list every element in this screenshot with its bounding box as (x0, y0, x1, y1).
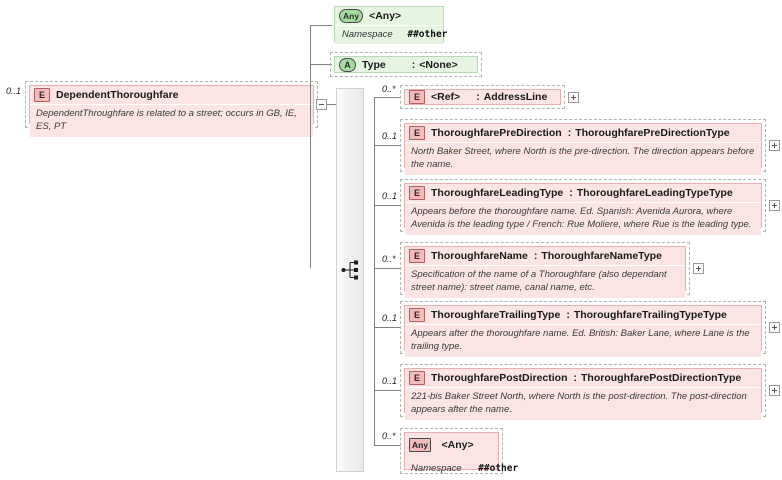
element-badge-icon: E (409, 308, 425, 322)
node-type-attribute[interactable]: A Type : <None> (330, 52, 482, 77)
node-colon: : (476, 91, 480, 103)
expand-toggle-child-1[interactable] (769, 140, 780, 151)
namespace-label: Namespace (342, 29, 393, 40)
element-badge-icon: E (409, 186, 425, 200)
node-title: <Ref> (431, 91, 461, 103)
node-thoroughfare-post-direction[interactable]: E ThoroughfarePostDirection : Thoroughfa… (400, 364, 766, 421)
type-attribute-value: <None> (419, 58, 458, 71)
expand-toggle-child-3[interactable] (693, 263, 704, 274)
node-title: ThoroughfareTrailingType (431, 309, 561, 321)
node-any-attribute[interactable]: Any <Any> Namespace ##other (330, 2, 448, 47)
node-documentation: Specification of the name of a Thoroughf… (405, 265, 685, 299)
namespace-value: ##other (407, 29, 448, 40)
any-attribute-namespace-row: Namespace ##other (335, 25, 447, 44)
node-colon: : (573, 372, 578, 384)
node-thoroughfare-name[interactable]: E ThoroughfareName : ThoroughfareNameTyp… (400, 242, 690, 299)
sequence-connector-icon[interactable] (341, 259, 363, 286)
connector-child-3 (374, 268, 401, 269)
node-thoroughfare-leading-type[interactable]: E ThoroughfareLeadingType : Thoroughfare… (400, 179, 766, 236)
attribute-badge-icon: A (339, 57, 356, 72)
connector-to-type-attr (310, 64, 332, 65)
node-any-element[interactable]: Any <Any> Namespace ##other (400, 428, 518, 474)
namespace-value: ##other (478, 463, 519, 474)
node-title: <Any> (441, 439, 474, 451)
occurrence-child-1: 0..1 (382, 131, 398, 141)
element-badge-icon: E (409, 126, 425, 140)
node-type: ThoroughfarePostDirectionType (581, 372, 742, 384)
connector-child-2 (374, 205, 401, 206)
element-badge-icon: E (34, 88, 50, 102)
any-namespace-row: Namespace ##other (405, 455, 518, 480)
connector-child-0 (374, 97, 401, 98)
node-type: ThoroughfarePreDirectionType (575, 127, 730, 139)
expand-toggle-child-4[interactable] (769, 322, 780, 333)
occurrence-child-2: 0..1 (382, 191, 398, 201)
node-thoroughfare-trailing-type[interactable]: E ThoroughfareTrailingType : Thoroughfar… (400, 301, 766, 358)
namespace-label: Namespace (411, 463, 462, 474)
node-ref-addressline[interactable]: E <Ref> : AddressLine (400, 85, 565, 109)
type-attribute-title: Type (362, 58, 386, 71)
expand-toggle-child-5[interactable] (769, 385, 780, 396)
occurrence-child-0: 0..* (382, 84, 396, 94)
any-badge-icon: Any (339, 9, 364, 23)
node-title: ThoroughfarePreDirection (431, 127, 562, 139)
occurrence-child-6: 0..* (382, 431, 396, 441)
connector-trunk-vertical (310, 25, 311, 268)
occurrence-child-4: 0..1 (382, 313, 398, 323)
node-colon: : (569, 187, 573, 199)
node-title: DependentThoroughfare (56, 89, 179, 101)
expand-toggle-child-0[interactable] (568, 92, 579, 103)
node-thoroughfare-pre-direction[interactable]: E ThoroughfarePreDirection : Thoroughfar… (400, 119, 766, 176)
any-attribute-title: <Any> (369, 10, 402, 22)
node-documentation: North Baker Street, where North is the p… (405, 142, 761, 176)
collapse-toggle-root[interactable] (316, 99, 327, 110)
node-type: ThoroughfareTrailingTypeType (573, 309, 727, 321)
node-documentation: Appears after the thoroughfare name. Ed.… (405, 324, 761, 358)
occurrence-child-3: 0..* (382, 254, 396, 264)
occurrence-child-5: 0..1 (382, 376, 398, 386)
connector-child-1 (374, 145, 401, 146)
node-title: ThoroughfareName (431, 250, 528, 262)
connector-to-any-attr (310, 25, 332, 26)
node-title: ThoroughfarePostDirection (431, 372, 568, 384)
element-badge-icon: E (409, 371, 425, 385)
any-badge-icon: Any (409, 438, 432, 452)
node-documentation: Appears before the thoroughfare name. Ed… (405, 202, 761, 236)
connector-child-4 (374, 327, 401, 328)
connector-child-5 (374, 390, 401, 391)
node-documentation: 221-bis Baker Street North, where North … (405, 387, 761, 421)
node-colon: : (533, 250, 538, 262)
node-type: ThoroughfareLeadingTypeType (576, 187, 733, 199)
sequence-bar (336, 88, 364, 472)
node-colon: : (566, 309, 570, 321)
type-attribute-colon: : (411, 58, 416, 71)
expand-toggle-child-2[interactable] (769, 200, 780, 211)
node-type: AddressLine (483, 91, 548, 103)
occurrence-root: 0..1 (6, 86, 22, 96)
element-badge-icon: E (409, 90, 425, 104)
connector-children-spine (374, 97, 375, 445)
connector-child-6 (374, 445, 401, 446)
node-title: ThoroughfareLeadingType (431, 187, 564, 199)
node-type: ThoroughfareNameType (541, 250, 662, 262)
connector-root-to-trunk (327, 104, 343, 105)
node-documentation: DependentThroughfare is related to a str… (30, 104, 313, 138)
element-badge-icon: E (409, 249, 425, 263)
node-colon: : (567, 127, 572, 139)
node-dependent-thoroughfare[interactable]: E DependentThoroughfare DependentThrough… (25, 81, 318, 138)
